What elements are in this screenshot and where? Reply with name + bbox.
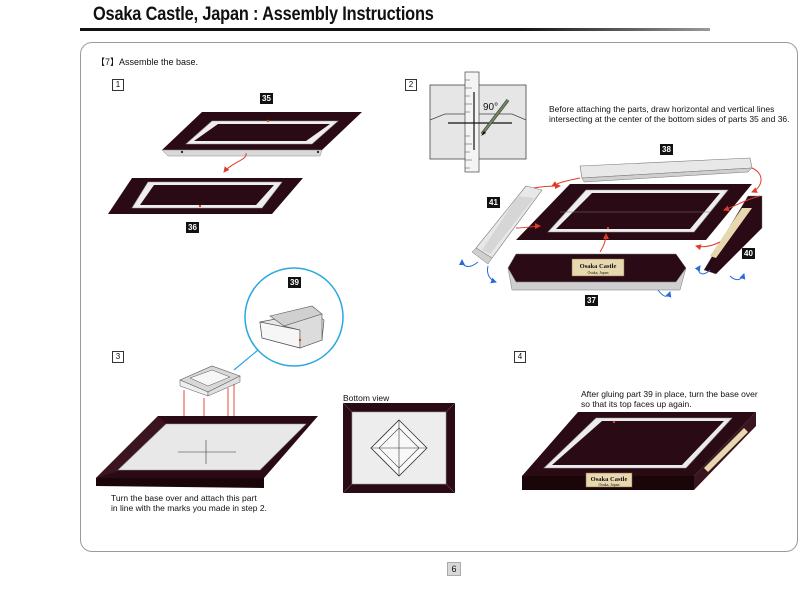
part-tag-39: 39 xyxy=(288,277,301,288)
bottom-view-label: Bottom view xyxy=(343,393,390,403)
base-top-panel xyxy=(516,184,752,240)
part-tag-36: 36 xyxy=(186,222,199,233)
part-37-side xyxy=(507,253,687,291)
part-41-side xyxy=(471,185,543,265)
part-36-panel xyxy=(108,178,303,214)
part-tag-37: 37 xyxy=(585,295,598,306)
part-tag-41: 41 xyxy=(487,197,500,208)
step4-note-line2: so that its top faces up again. xyxy=(581,399,692,409)
step-2-number: 2 xyxy=(405,79,417,91)
section-heading: 【7】Assemble the base. xyxy=(96,57,199,67)
plaque-name-step2: Osaka Castle xyxy=(580,263,617,270)
part-35-panel xyxy=(161,112,362,157)
step3-note-line2: in line with the marks you made in step … xyxy=(111,503,267,513)
page-title: Osaka Castle, Japan : Assembly Instructi… xyxy=(93,4,434,25)
plaque-name-step4: Osaka Castle xyxy=(591,476,628,483)
title-rule xyxy=(80,28,710,31)
ruler-diagram xyxy=(429,71,527,173)
step3-note-line1: Turn the base over and attach this part xyxy=(111,493,257,503)
part-tag-38: 38 xyxy=(660,144,673,155)
base-underside-step3 xyxy=(96,416,318,488)
page-number: 6 xyxy=(447,562,461,576)
part-38-side xyxy=(579,157,753,183)
angle-label: 90° xyxy=(483,102,498,113)
finished-base-step4 xyxy=(522,412,756,490)
part-tag-40: 40 xyxy=(742,248,755,259)
part-39-callout xyxy=(233,267,344,371)
step2-note-line2: intersecting at the center of the bottom… xyxy=(549,114,790,124)
bottom-view xyxy=(342,402,456,494)
plaque-sub-step2: Osaka, Japan xyxy=(587,270,608,276)
step2-note-line1: Before attaching the parts, draw horizon… xyxy=(549,104,775,114)
step-3-number: 3 xyxy=(112,351,124,363)
part-39-piece xyxy=(179,365,241,397)
step4-note-line1: After gluing part 39 in place, turn the … xyxy=(581,389,758,399)
step-1-number: 1 xyxy=(112,79,124,91)
step-4-number: 4 xyxy=(514,351,526,363)
part-tag-35: 35 xyxy=(260,93,273,104)
plaque-sub-step4: Osaka, Japan xyxy=(598,482,619,488)
